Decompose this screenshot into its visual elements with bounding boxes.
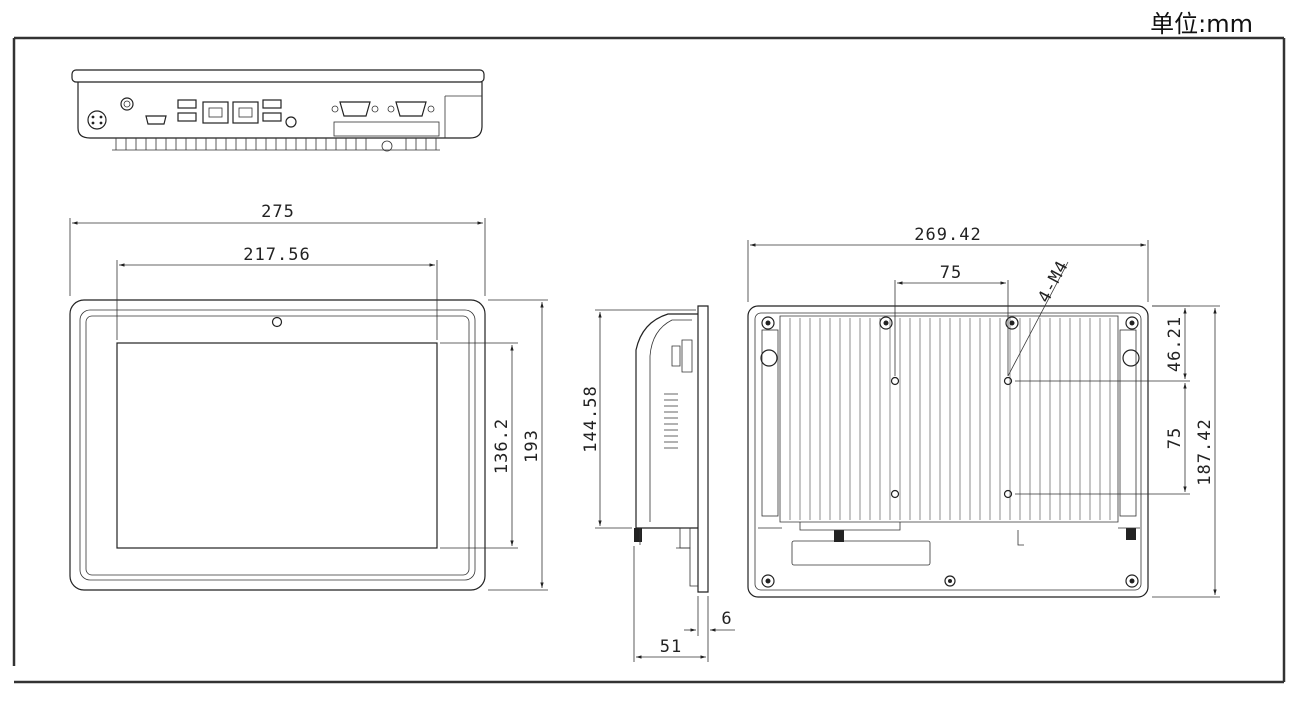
usb-port-3 (262, 99, 282, 109)
back-view (747, 305, 1149, 598)
vesa-hole (890, 489, 900, 499)
dim-back-width: 269.42 (914, 225, 981, 245)
power-button (285, 116, 297, 128)
vesa-hole (890, 376, 900, 386)
dim-overall-width: 275 (261, 202, 295, 222)
dim-screen-width: 217.56 (243, 245, 310, 265)
dc-power-port (87, 110, 107, 130)
screen-area (116, 342, 438, 549)
usb-port-2 (177, 112, 197, 122)
com-port-2 (395, 101, 427, 117)
io-panel-view (71, 69, 485, 152)
drawing-frame (12, 36, 1286, 684)
dim-side-height: 144.58 (581, 385, 601, 452)
label-mount-screws: 4-M4 (1034, 257, 1073, 306)
hdmi-port (145, 115, 167, 125)
com-port-1 (339, 101, 371, 117)
side-view (634, 305, 709, 593)
dim-vesa-horizontal: 75 (940, 263, 962, 283)
usb-port-4 (262, 112, 282, 122)
audio-jack (120, 97, 134, 111)
camera-hole (271, 316, 283, 328)
usb-port-1 (177, 99, 197, 109)
dim-depth: 51 (660, 637, 682, 657)
dim-back-height: 187.42 (1195, 418, 1215, 485)
lan-port-2 (232, 101, 259, 124)
front-view (69, 299, 486, 591)
dim-screen-height: 136.2 (492, 418, 512, 474)
unit-label: 单位:mm (1150, 10, 1253, 38)
front-dimensions: 275 217.56 136.2 193 (69, 202, 548, 591)
back-dimensions: 269.42 75 4-M4 46.21 75 187.42 (747, 225, 1220, 598)
lan-port-1 (202, 101, 229, 124)
dim-vesa-vertical: 75 (1165, 427, 1185, 449)
dim-back-top-offset: 46.21 (1165, 316, 1185, 372)
side-dimensions: 144.58 51 6 (581, 309, 735, 662)
dim-overall-height: 193 (522, 429, 542, 463)
dim-bezel: 6 (721, 609, 732, 629)
vesa-hole (1003, 376, 1013, 386)
vesa-hole (1003, 489, 1013, 499)
